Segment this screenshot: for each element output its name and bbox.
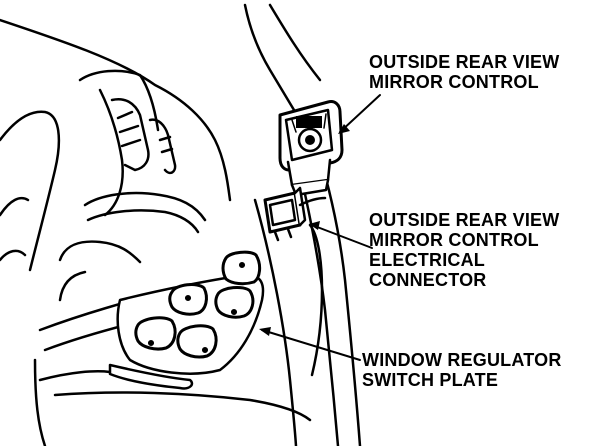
arrow-mirror-control xyxy=(338,94,381,134)
label-mirror-control: OUTSIDE REAR VIEW MIRROR CONTROL xyxy=(369,52,559,92)
arrow-switch-plate xyxy=(259,327,361,361)
label-mirror-control-line1: OUTSIDE REAR VIEW xyxy=(369,52,560,72)
label-electrical-connector-line3: ELECTRICAL xyxy=(369,250,485,270)
label-electrical-connector-line2: MIRROR CONTROL xyxy=(369,230,539,250)
window-switch-plate xyxy=(116,250,265,375)
switch-button-1 xyxy=(221,250,262,286)
label-electrical-connector-line4: CONNECTOR xyxy=(369,270,487,290)
mirror-control-switch xyxy=(278,100,344,197)
label-switch-plate-line1: WINDOW REGULATOR xyxy=(362,350,562,370)
label-mirror-control-line2: MIRROR CONTROL xyxy=(369,72,539,92)
switch-button-4 xyxy=(134,316,177,351)
label-switch-plate-line2: SWITCH PLATE xyxy=(362,370,499,390)
label-electrical-connector: OUTSIDE REAR VIEW MIRROR CONTROL ELECTRI… xyxy=(369,210,559,290)
switch-button-5 xyxy=(176,324,218,359)
label-switch-plate: WINDOW REGULATOR SWITCH PLATE xyxy=(362,350,562,390)
switch-button-2 xyxy=(168,283,208,316)
arrow-electrical-connector xyxy=(309,221,373,249)
switch-button-3 xyxy=(214,285,255,319)
door-handle xyxy=(78,69,207,234)
label-electrical-connector-line1: OUTSIDE REAR VIEW xyxy=(369,210,560,230)
leader-lines xyxy=(259,94,381,361)
electrical-connector xyxy=(263,186,327,377)
